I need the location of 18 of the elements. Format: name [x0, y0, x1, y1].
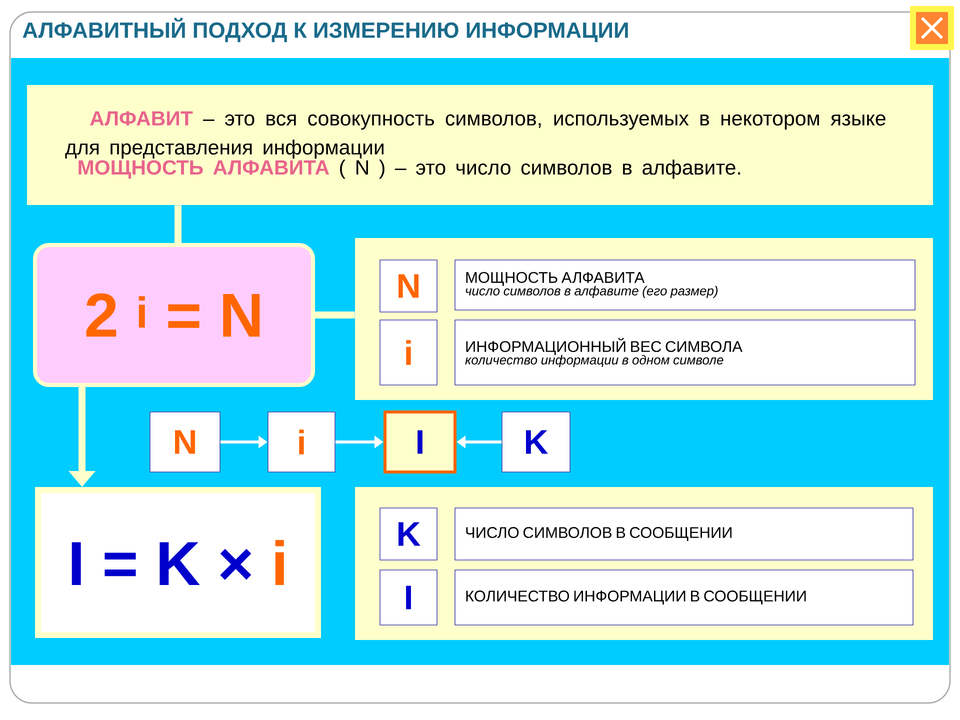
letter-box: N — [380, 260, 438, 312]
letter-box: I — [384, 410, 456, 474]
letter-box: N — [150, 412, 220, 472]
letter-box: i — [380, 320, 438, 386]
formula-box: I = K × i — [35, 487, 321, 638]
description-box: ЧИСЛО СИМВОЛОВ В СООБЩЕНИИ — [454, 508, 914, 560]
letter-box: i — [268, 412, 336, 472]
description-box: КОЛИЧЕСТВО ИНФОРМАЦИИ В СООБЩЕНИИ — [454, 570, 914, 626]
connector-line — [315, 312, 355, 318]
description-box: ИНФОРМАЦИОННЫЙ ВЕС СИМВОЛА количество информации в одном символе — [454, 320, 916, 386]
definition-box: АЛФАВИТ – это вся совокупность символов, используемых в некотором языке для представления информации МОЩНОСТЬ АЛФАВИТА ( N ) – это число символов в алфавите. — [27, 85, 934, 205]
formula-box: 2 $^{i}$ = N — [33, 243, 315, 387]
connector-line — [174, 205, 182, 243]
letter-box: K — [380, 508, 438, 560]
title: АЛФАВИТНЫЙ ПОДХОД К ИЗМЕРЕНИЮ ИНФОРМАЦИИ — [22, 18, 628, 42]
letter-box: K — [502, 412, 570, 472]
letter-box: I — [380, 570, 438, 626]
description-box: МОЩНОСТЬ АЛФАВИТА число символов в алфавите (его размер) — [454, 260, 916, 310]
